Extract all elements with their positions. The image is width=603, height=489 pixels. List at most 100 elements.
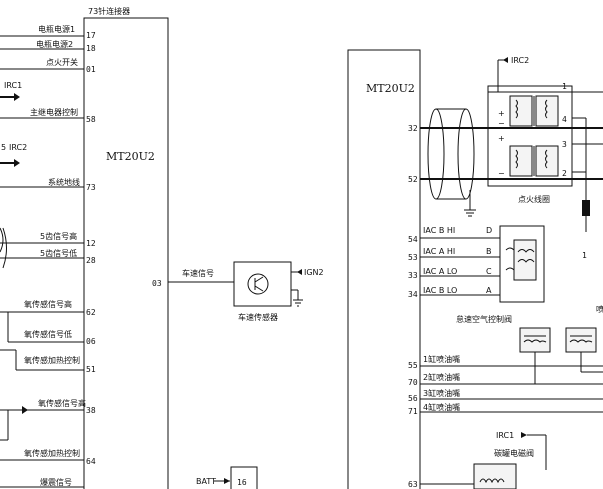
- left-pin-row: 氧传感加热控制 64: [0, 448, 96, 466]
- pin-label: 电瓶电源2: [36, 39, 73, 49]
- injector-label: 1缸喷油嘴: [423, 354, 460, 364]
- right-irc2-label: IRC2: [511, 56, 529, 65]
- coil-winding-icon: [535, 95, 559, 127]
- irc2-label: IRC2: [9, 143, 27, 152]
- injector-connectors: 喷: [519, 304, 603, 384]
- pin-number: 64: [86, 457, 96, 466]
- pin-label: 氧传感信号高: [24, 299, 72, 309]
- iac-letter: B: [486, 247, 492, 256]
- left-pin-row: 氧传感加热控制 51: [16, 355, 96, 374]
- left-pin-row: 氧传感信号高 38: [0, 398, 96, 415]
- pin-number: 17: [86, 31, 96, 40]
- injector-pin: 56: [408, 394, 418, 403]
- speed-signal-label: 车速信号: [182, 268, 214, 278]
- pin-number: 06: [86, 337, 96, 346]
- pin-label: 爆震信号: [40, 477, 72, 487]
- ignition-coil-box: [487, 85, 573, 187]
- pin-label: 主继电器控制: [30, 107, 78, 117]
- speed-sensor: 车速信号 IGN2 车速传感器: [168, 261, 324, 322]
- canister-valve: IRC1 碳罐电磁阀 63: [408, 431, 547, 489]
- right-ecu: MT20U2 32 52 IRC2 + − + −: [347, 49, 603, 489]
- batt-label: BATT: [196, 477, 216, 486]
- pin-label: 氧传感加热控制: [24, 448, 80, 458]
- coil-terminal: 4: [562, 115, 567, 124]
- pin-label: 氧传感加热控制: [24, 355, 80, 365]
- irc2-arrow: 5 IRC2: [0, 143, 27, 167]
- injector-pin: 55: [408, 361, 418, 370]
- pin-number: 51: [86, 365, 96, 374]
- left-ecu-model: MT20U2: [106, 150, 155, 163]
- arrow-icon: [297, 269, 302, 275]
- left-pin-row: 点火开关 01: [0, 57, 96, 74]
- left-pin-row: 爆震信号: [0, 477, 84, 488]
- left-ecu-body: [83, 17, 169, 489]
- injector-label: 4缸喷油嘴: [423, 402, 460, 412]
- polarity-plus: +: [498, 109, 505, 118]
- spark-plug-icon: [582, 200, 590, 216]
- injector-row: 70 2缸喷油嘴: [408, 372, 603, 387]
- spark-plug-label: 1: [582, 251, 587, 260]
- left-pin-row: 5齿信号低 28: [0, 248, 96, 265]
- pin-number: 62: [86, 308, 96, 317]
- injector-pin: 71: [408, 407, 418, 416]
- ign2-label: IGN2: [304, 268, 324, 277]
- coil-winding-icon: [535, 145, 559, 177]
- iac-signal-label: IAC B HI: [423, 226, 455, 235]
- iac-letter: C: [486, 267, 492, 276]
- canister-pin: 63: [408, 480, 418, 489]
- batt-pin-box: [230, 466, 258, 489]
- right-irc1-label: IRC1: [496, 431, 514, 440]
- coil-winding-icon: [509, 95, 533, 127]
- pin-number: 58: [86, 115, 96, 124]
- polarity-plus: +: [498, 134, 505, 143]
- injector-row: 71 4缸喷油嘴: [408, 402, 603, 416]
- left-pin-row: 5齿信号高 12: [0, 231, 96, 248]
- pin-label: 氧传感信号高: [38, 398, 86, 408]
- pin-number: 28: [86, 256, 96, 265]
- canister-name: 碳罐电磁阀: [494, 448, 534, 458]
- pin-number: 12: [86, 239, 96, 248]
- transistor-icon: [247, 273, 269, 295]
- pin-label: 系统地线: [48, 177, 80, 187]
- pin-number: 18: [86, 44, 96, 53]
- left-pin-row: 电瓶电源2 18: [0, 39, 96, 53]
- iac-letter: A: [486, 286, 492, 295]
- coil-winding-icon: [509, 145, 533, 177]
- iac-pin: 53: [408, 253, 418, 262]
- coil-terminal: 1: [562, 82, 567, 91]
- injector-pin: 70: [408, 378, 418, 387]
- pin-label: 氧传感信号低: [24, 329, 72, 339]
- canister-valve-icon: [473, 463, 517, 489]
- shield-icon: [427, 108, 445, 200]
- iac-name: 怠速空气控制阀: [456, 314, 512, 324]
- iac-signal-label: IAC A HI: [423, 247, 455, 256]
- left-pin-row: 电瓶电源1 17: [0, 24, 96, 40]
- injector-label: 2缸喷油嘴: [423, 372, 460, 382]
- pin-label: 点火开关: [46, 57, 78, 67]
- coil-name: 点火线圈: [518, 194, 550, 204]
- iac-signal-label: IAC B LO: [423, 286, 457, 295]
- crank-sensor-shield: [0, 227, 4, 253]
- batt-connector: BATT 16: [196, 466, 258, 489]
- batt-pin: 16: [237, 478, 247, 487]
- iac-valve-box: [499, 225, 545, 303]
- coil-terminal: 3: [562, 140, 567, 149]
- pin-label: 电瓶电源1: [38, 24, 75, 34]
- polarity-minus: −: [498, 119, 505, 128]
- iac-pin: 54: [408, 235, 418, 244]
- coil-pin: 52: [408, 175, 418, 184]
- speed-signal-pin: 03: [152, 279, 162, 288]
- pin-number: 01: [86, 65, 96, 74]
- iac-pin: 33: [408, 271, 418, 280]
- left-pin-row: 系统地线 73: [0, 177, 96, 192]
- arrow-icon: [503, 57, 508, 63]
- connector-label: 73针连接器: [88, 6, 130, 16]
- injector-row: 56 3缸喷油嘴: [408, 388, 603, 403]
- iac-pin: 34: [408, 290, 418, 299]
- wire-arrow-icon: [22, 406, 28, 414]
- pin-number: 73: [86, 183, 96, 192]
- iac-letter: D: [486, 226, 492, 235]
- speed-sensor-box: [233, 261, 292, 307]
- arrow-icon: [521, 432, 527, 438]
